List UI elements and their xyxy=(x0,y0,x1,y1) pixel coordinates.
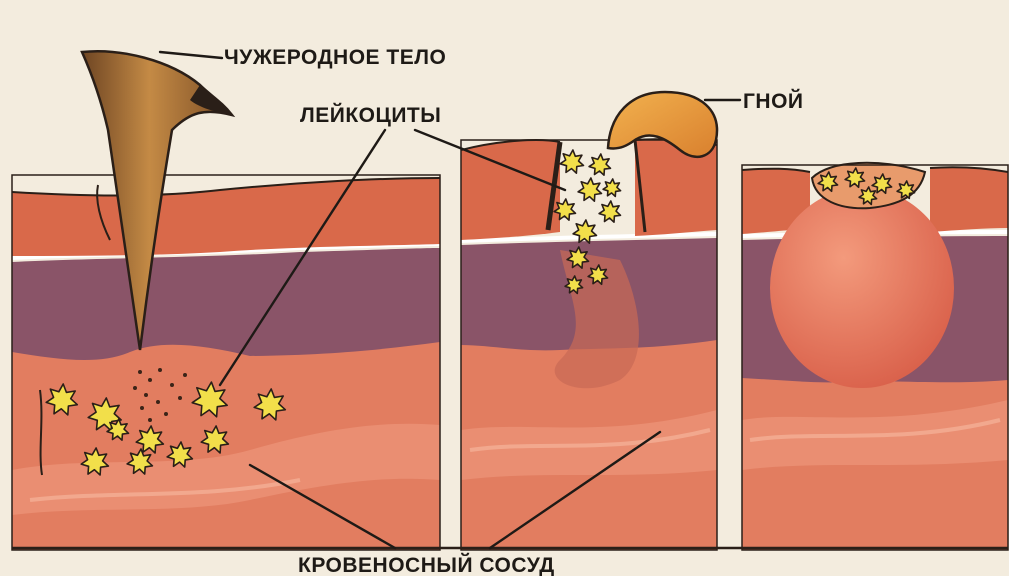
label-leukocytes: ЛЕЙКОЦИТЫ xyxy=(300,103,441,127)
healed-nodule xyxy=(770,188,954,388)
label-blood-vessel: КРОВЕНОСНЫЙ СОСУД xyxy=(298,553,555,576)
panel-healing xyxy=(742,163,1008,550)
label-foreign-body: ЧУЖЕРОДНОЕ ТЕЛО xyxy=(224,46,446,69)
panel-foreign-body xyxy=(12,178,440,550)
label-pus: ГНОЙ xyxy=(743,89,804,113)
